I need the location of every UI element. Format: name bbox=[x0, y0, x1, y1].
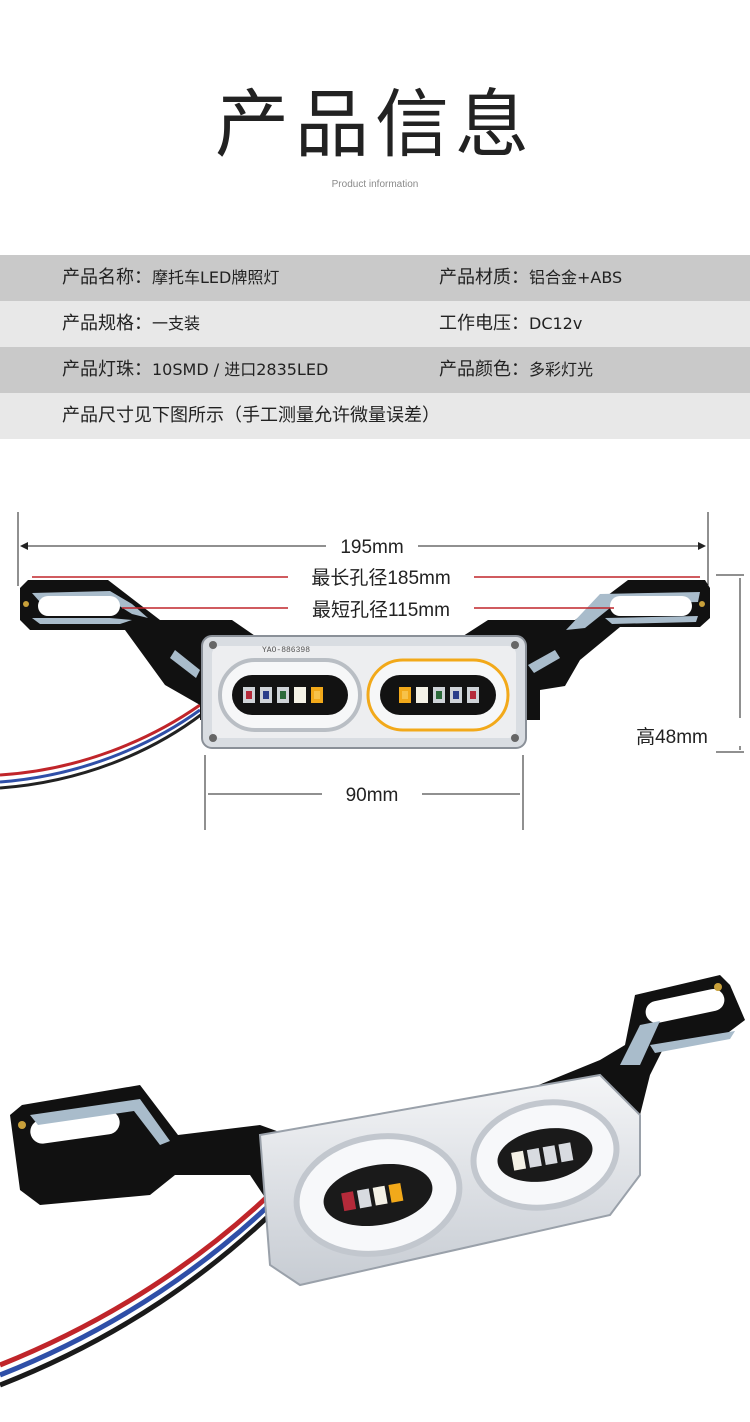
dim-total-width: 195mm bbox=[340, 537, 403, 558]
spec-row: 产品灯珠：10SMD / 进口2835LED 产品颜色：多彩灯光 bbox=[0, 347, 750, 393]
mount-hole-left bbox=[38, 596, 120, 616]
spec-label: 工作电压：DC12v bbox=[439, 313, 583, 334]
dimension-diagram: YAO-886398 195mm 最长孔径185mm 最短孔径115mm 高48… bbox=[0, 512, 744, 830]
dim-housing-width: 90mm bbox=[346, 785, 399, 806]
led-chips-left bbox=[243, 687, 323, 703]
dimension-lines: 195mm 最长孔径185mm 最短孔径115mm 高48mm 90mm bbox=[17, 512, 744, 830]
lamp-housing-photo bbox=[258, 1073, 641, 1287]
product-photo bbox=[0, 975, 745, 1388]
mount-hole-right bbox=[610, 596, 692, 616]
led-chips-right bbox=[399, 687, 479, 703]
page-subtitle: Product information bbox=[331, 179, 419, 190]
page-title: 产品信息 bbox=[215, 82, 535, 168]
spec-label: 产品材质：铝合金+ABS bbox=[439, 267, 623, 288]
spec-row: 产品名称：摩托车LED牌照灯 产品材质：铝合金+ABS bbox=[0, 255, 750, 301]
spec-label: 产品灯珠：10SMD / 进口2835LED bbox=[62, 359, 329, 380]
spec-note: 产品尺寸见下图所示（手工测量允许微量误差） bbox=[62, 405, 440, 426]
dim-short-hole: 最短孔径115mm bbox=[312, 599, 450, 621]
spec-note-row: 产品尺寸见下图所示（手工测量允许微量误差） bbox=[0, 393, 750, 439]
spec-label: 产品规格：一支装 bbox=[62, 313, 201, 334]
lamp-housing: YAO-886398 bbox=[201, 635, 527, 749]
spec-label: 产品颜色：多彩灯光 bbox=[439, 359, 594, 380]
dim-long-hole: 最长孔径185mm bbox=[311, 567, 450, 589]
pcb-code: YAO-886398 bbox=[262, 646, 310, 655]
dim-height: 高48mm bbox=[636, 726, 708, 748]
spec-label: 产品名称：摩托车LED牌照灯 bbox=[62, 267, 280, 288]
wire-bundle-photo bbox=[0, 1173, 304, 1388]
spec-row: 产品规格：一支装 工作电压：DC12v bbox=[0, 301, 750, 347]
wire-bundle bbox=[0, 703, 203, 790]
